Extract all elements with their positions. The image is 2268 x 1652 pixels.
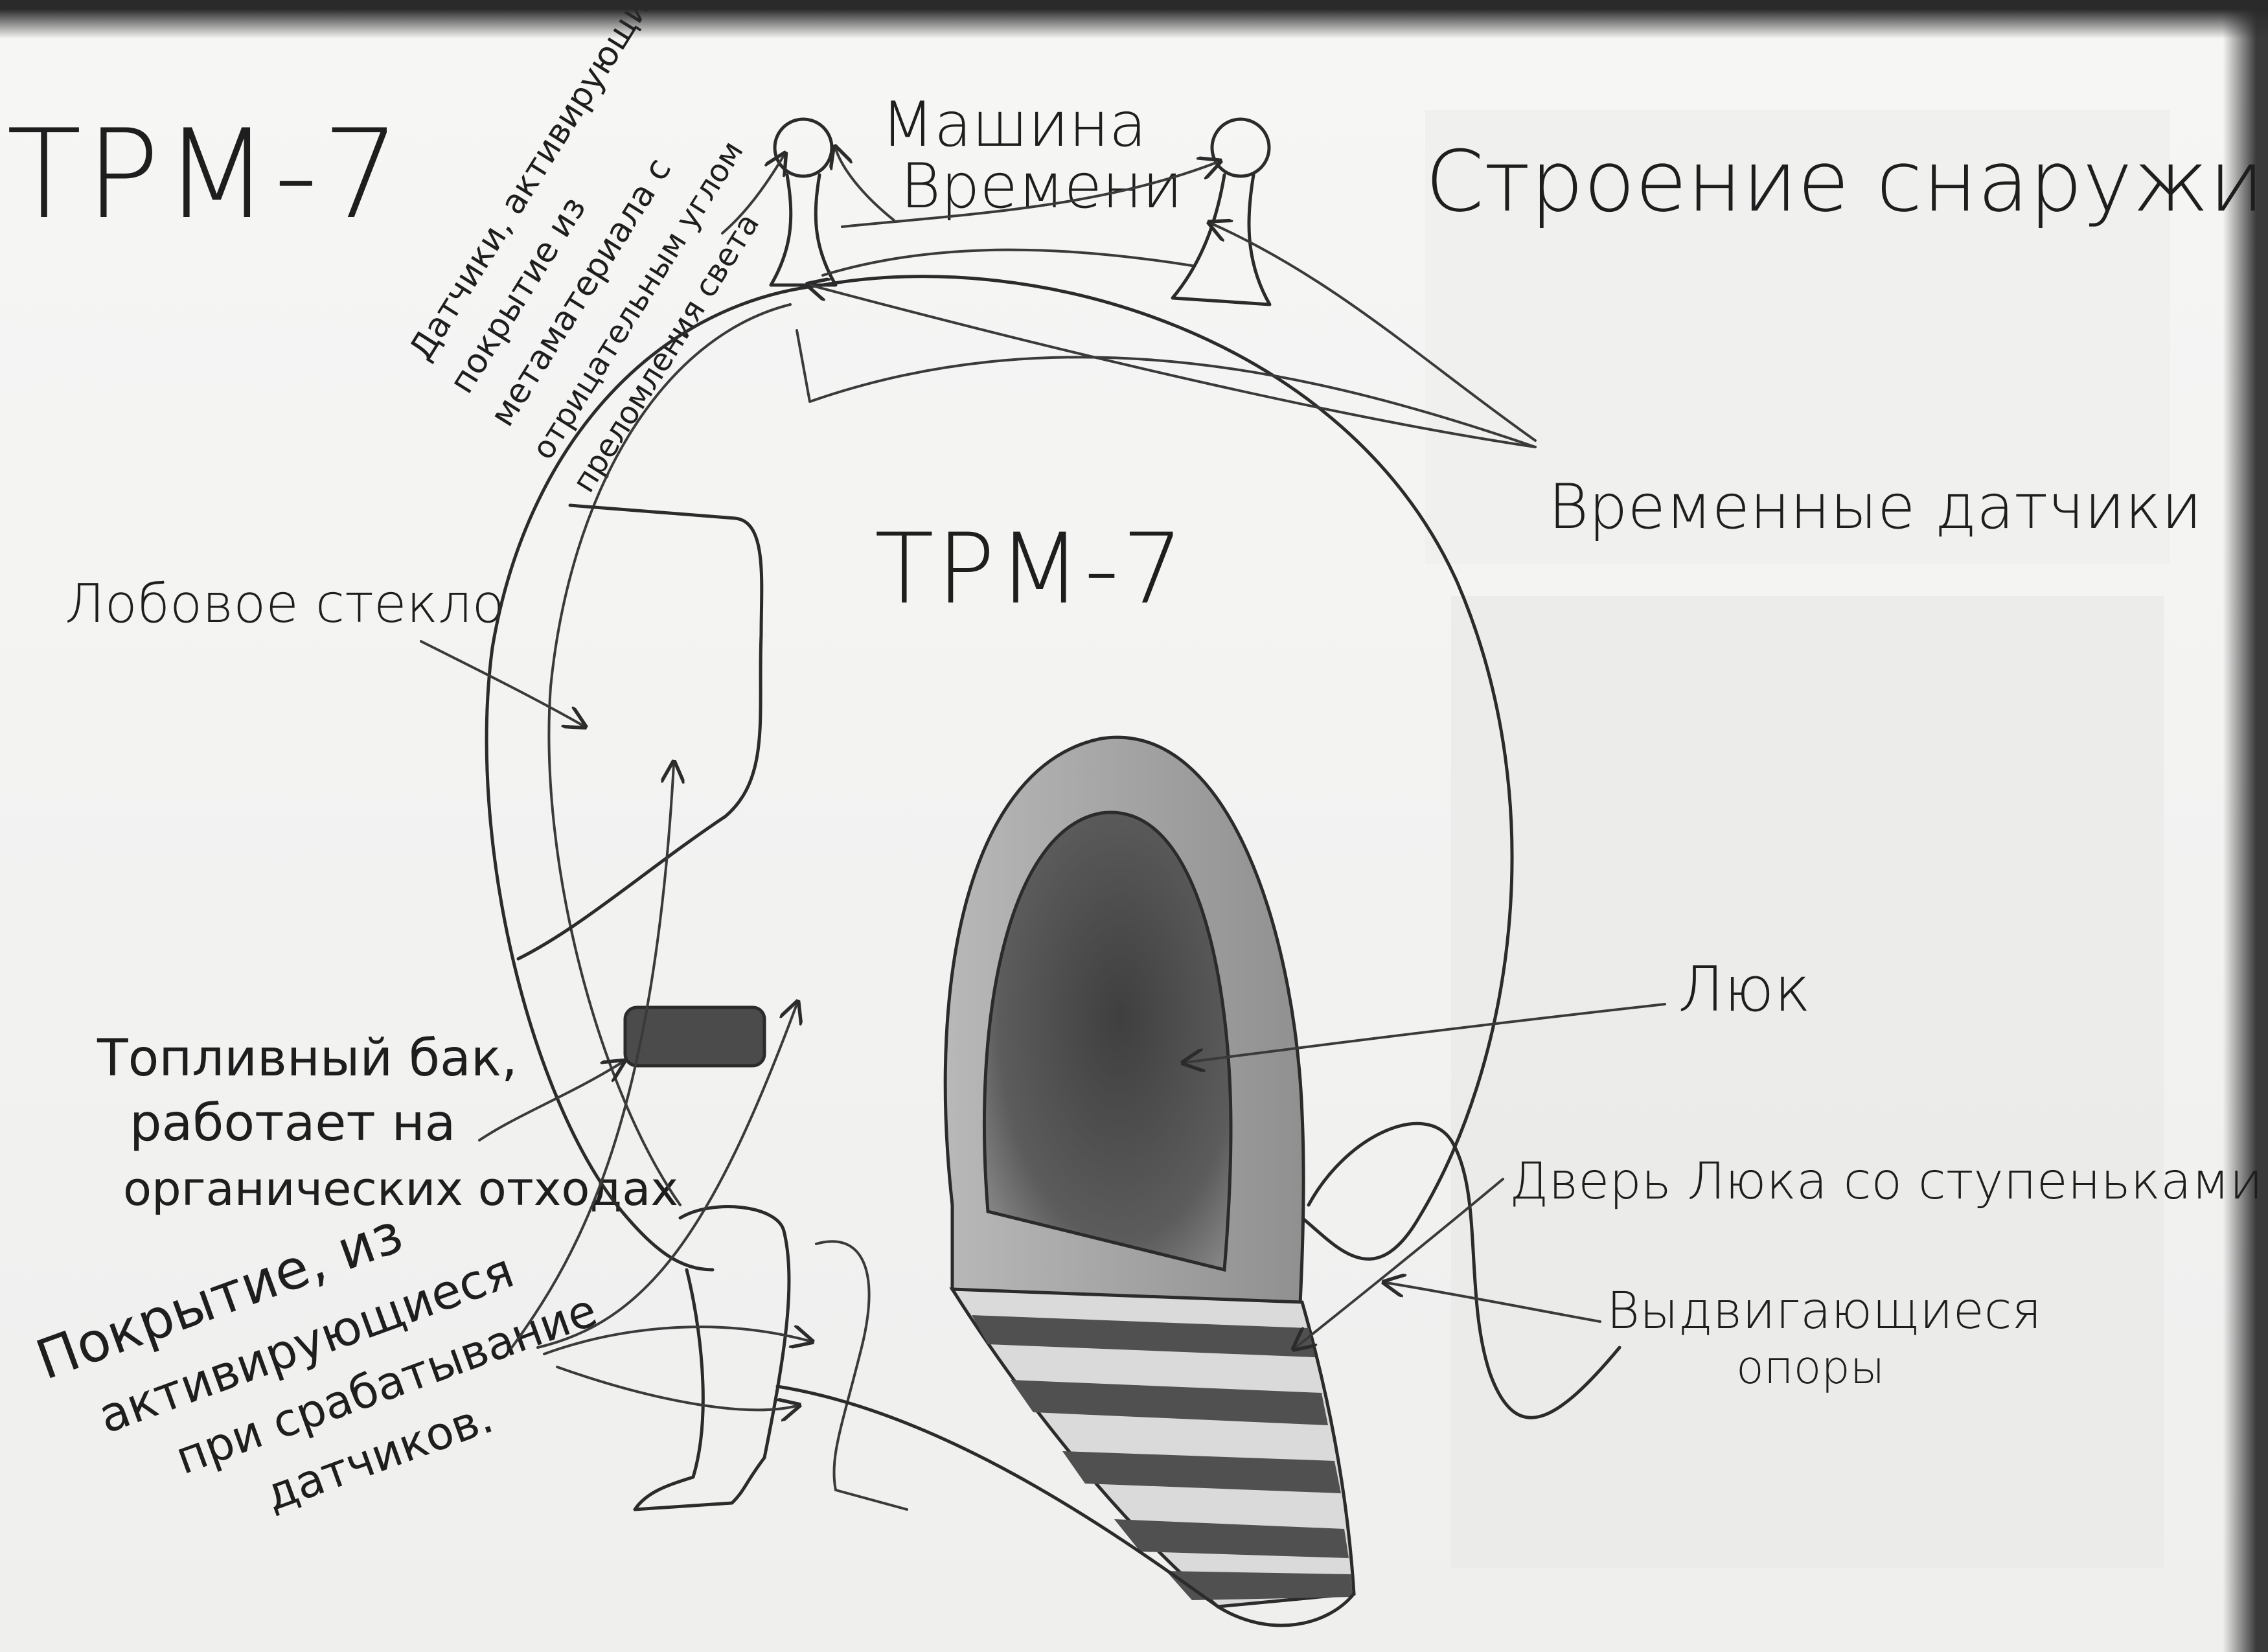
fuel-tank-label: Топливный бак, работает на органических … <box>97 1029 678 1216</box>
fuel-tank-line-2: работает на <box>130 1094 455 1153</box>
callout-fuel-tank <box>478 1062 622 1141</box>
callout-hatch <box>1186 1003 1666 1062</box>
title: ТРМ-7 <box>6 103 404 246</box>
step-4 <box>1114 1519 1349 1558</box>
windshield <box>516 503 764 961</box>
step-2 <box>1011 1380 1328 1425</box>
body-label: ТРМ-7 <box>875 513 1186 626</box>
time-sensors-label: Временные датчики <box>1548 472 2202 543</box>
hatch-opening <box>982 810 1233 1272</box>
support-right <box>1307 1121 1621 1419</box>
antenna-band <box>821 248 1193 277</box>
windshield-label: Лобовое стекло <box>65 573 505 635</box>
time-sensor-left <box>769 117 838 287</box>
machine-body-outline <box>485 275 1514 1272</box>
inner-shell-line <box>547 303 792 1206</box>
base-swoosh <box>775 1384 1356 1627</box>
callout-time-sensors-right <box>1211 224 1537 442</box>
machine-label-line1: Машина <box>881 89 1147 161</box>
step-1 <box>972 1315 1315 1357</box>
callout-supports <box>1386 1283 1601 1323</box>
callout-hatch-door <box>1296 1178 1504 1348</box>
support-left-leg <box>633 1205 791 1511</box>
callout-machine-to-right-sensor <box>841 162 1218 228</box>
hatch-label: Люк <box>1678 954 1811 1026</box>
sensor-ball-right <box>1210 117 1271 178</box>
support-left-leg-inner <box>815 1240 908 1511</box>
background-ghost-text <box>1425 110 2170 1568</box>
callout-lines <box>420 149 1666 1410</box>
callout-coating-d <box>556 1366 797 1410</box>
step-3 <box>1062 1451 1341 1493</box>
supports-line-1: Выдвигающиеся <box>1607 1282 2042 1340</box>
sensors-activating-label: Датчики, активирующие покрытие из метама… <box>402 0 766 499</box>
sensor-stem-left <box>769 173 838 287</box>
callout-time-sensors-left <box>810 285 1537 448</box>
callout-sensors-activating <box>721 155 784 235</box>
time-sensor-right <box>1171 117 1272 306</box>
callout-coating-b <box>536 1004 797 1349</box>
callout-time-sensors-mid <box>796 329 1537 448</box>
sensor-stem-right <box>1171 173 1272 306</box>
step-5 <box>1166 1571 1353 1600</box>
callout-coating-c <box>543 1327 810 1355</box>
callout-windshield <box>420 640 583 726</box>
fuel-tank-line-1: Топливный бак, <box>97 1029 518 1088</box>
supports-line-2: опоры <box>1736 1341 1884 1394</box>
sensor-ball-left <box>773 117 834 178</box>
fuel-tank <box>623 1005 766 1068</box>
fuel-tank-line-3: органических отходах <box>123 1162 678 1216</box>
hatch-door-label: Дверь Люка со ступеньками <box>1509 1153 2263 1211</box>
hatch-door-steps <box>972 1315 1353 1600</box>
heading: Строение снаружи <box>1425 132 2264 231</box>
callout-machine-to-left-sensor <box>836 149 895 222</box>
callout-coating-a <box>510 764 674 1349</box>
